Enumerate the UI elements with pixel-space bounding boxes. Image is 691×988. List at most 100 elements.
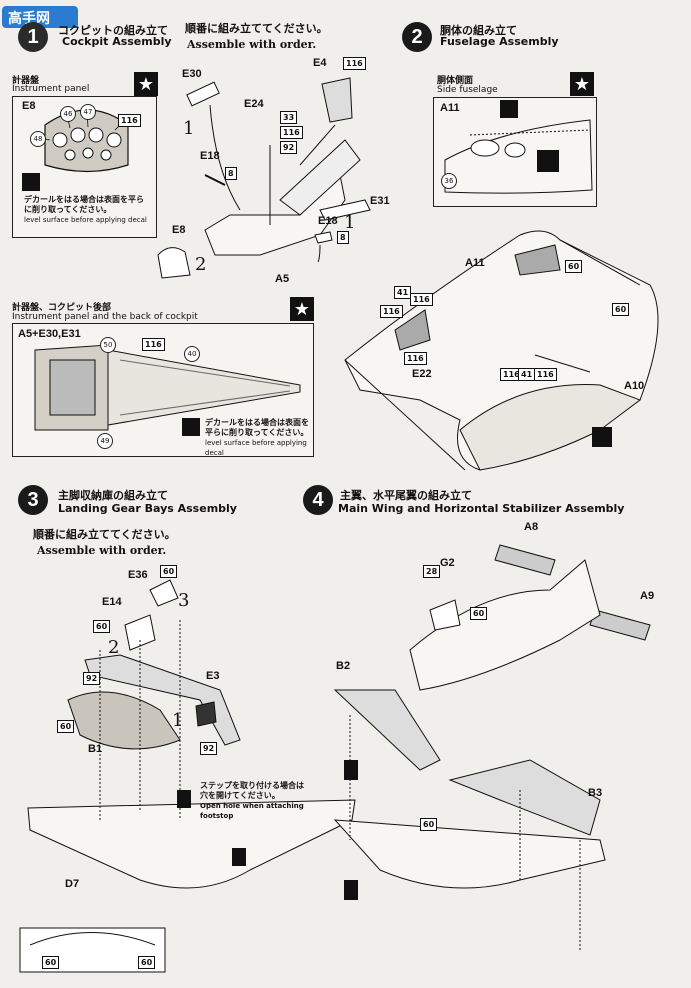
part-E8-label: E8: [22, 100, 36, 112]
paint-code-60-e: 60: [57, 720, 75, 733]
paint-callout-48: 48: [30, 131, 46, 147]
paint-callout-47: 47: [80, 104, 96, 120]
cockpit-back-title-jp: 計器盤、コクピット後部: [12, 303, 112, 313]
paint-code-116-b: 116: [343, 57, 366, 70]
part-E30-label: E30: [182, 68, 202, 80]
part-E4-label: E4: [313, 57, 327, 69]
step-4-title-en: Main Wing and Horizontal Stabilizer Asse…: [338, 502, 625, 515]
paint-code-116-c: 116: [280, 126, 303, 139]
decal-note-1: デカールをはる場合は表面を平らに削り取ってください。 level surface…: [24, 195, 149, 225]
decal-note-2: デカールをはる場合は表面を平らに削り取ってください。 level surface…: [205, 418, 310, 458]
part-E8-label-b: E8: [172, 224, 186, 236]
decal-note-1-en: level surface before applying decal: [24, 216, 147, 224]
step-4-title-jp: 主翼、水平尾翼の組み立て: [340, 489, 472, 502]
decal-note-2-jp: デカールをはる場合は表面を平らに削り取ってください。: [205, 418, 309, 437]
paint-code-60-i: 60: [420, 818, 438, 831]
paint-code-116-g: 116: [404, 352, 427, 365]
part-E36-label: E36: [128, 569, 148, 581]
paint-code-116-i: 116: [534, 368, 557, 381]
part-A8-label: A8: [524, 521, 539, 533]
part-A9-label: A9: [640, 590, 655, 602]
step-1-number: 1: [18, 22, 48, 52]
part-E31-label: E31: [370, 195, 390, 207]
step-1-title-en: Cockpit Assembly: [62, 35, 172, 48]
step-4-number: 4: [303, 485, 333, 515]
step-3-order-jp: 順番に組み立ててください。: [33, 528, 176, 541]
step-1-order-en: Assemble with order.: [187, 38, 317, 51]
step-2-title-en: Fuselage Assembly: [440, 35, 559, 48]
paint-code-60-d: 60: [93, 620, 111, 633]
drill-icon-6: [344, 880, 358, 900]
decal-note-1-jp: デカールをはる場合は表面を平らに削り取ってください。: [24, 195, 144, 214]
paint-code-116: 116: [118, 114, 141, 127]
seq-2: 2: [195, 254, 207, 275]
step-note: ステップを取り付ける場合は穴を開けてください。 Open hole when a…: [200, 781, 310, 821]
star-icon: ★: [134, 72, 158, 96]
paint-code-41-a: 41: [394, 286, 412, 299]
cockpit-back-title-en: Instrument panel and the back of cockpit: [12, 312, 198, 322]
paint-code-116-f: 116: [380, 305, 403, 318]
step-1-title-jp: コクピットの組み立て: [58, 24, 168, 37]
seq-3: 3: [178, 590, 190, 611]
paint-code-8-b: 8: [337, 231, 349, 244]
drill-icon-3: [177, 790, 191, 808]
part-B3-label: B3: [588, 787, 603, 799]
paint-code-116-e: 116: [410, 293, 433, 306]
step-3-title-jp: 主脚収納庫の組み立て: [58, 489, 168, 502]
paint-code-33: 33: [280, 111, 298, 124]
step-3-order-en: Assemble with order.: [37, 544, 167, 557]
drill-icon: [537, 150, 559, 172]
logo-badge: [2, 6, 78, 28]
step-3-title-en: Landing Gear Bays Assembly: [58, 502, 237, 515]
paint-code-60-f: 60: [42, 956, 60, 969]
instrument-panel-title-en: Instrument panel: [12, 84, 90, 94]
part-D7-label: D7: [65, 878, 80, 890]
paint-callout-36: 36: [441, 173, 457, 189]
decal-icon-2: [182, 418, 200, 436]
paint-code-8-a: 8: [225, 167, 237, 180]
combo-label: A5+E30,E31: [18, 328, 81, 340]
step-note-en: Open hole when attaching footstop: [200, 802, 304, 820]
decal-icon-3: [500, 100, 518, 118]
star-icon-3: ★: [570, 72, 594, 96]
part-E22-label: E22: [412, 368, 432, 380]
part-E24-label: E24: [244, 98, 264, 110]
paint-code-92-c: 92: [200, 742, 218, 755]
step-2-number: 2: [402, 22, 432, 52]
paint-callout-50: 50: [100, 337, 116, 353]
part-E3-label: E3: [206, 670, 220, 682]
side-fuselage-title-jp: 胴体側面: [437, 76, 474, 86]
paint-callout-40: 40: [184, 346, 200, 362]
step-2-title-jp: 胴体の組み立て: [440, 24, 517, 37]
drill-icon-4: [232, 848, 246, 866]
part-G2-label: G2: [440, 557, 455, 569]
paint-callout-46: 46: [60, 106, 76, 122]
step-note-jp: ステップを取り付ける場合は穴を開けてください。: [200, 781, 304, 800]
step-3-number: 3: [18, 485, 48, 515]
seq-2-b: 2: [108, 637, 120, 658]
step-1-order-jp: 順番に組み立ててください。: [185, 22, 328, 35]
paint-code-60-b: 60: [612, 303, 630, 316]
instrument-panel-title-jp: 計器盤: [12, 76, 40, 86]
part-E18-label-b: E18: [318, 215, 338, 227]
paint-code-92: 92: [280, 141, 298, 154]
part-A10-label: A10: [624, 380, 645, 392]
drill-icon-2: [592, 427, 612, 447]
drill-icon-5: [344, 760, 358, 780]
decal-icon: [22, 173, 40, 191]
paint-callout-49: 49: [97, 433, 113, 449]
seq-1-step3: 1: [172, 710, 184, 731]
part-A11-label-b: A11: [465, 257, 485, 269]
paint-code-60-g: 60: [138, 956, 156, 969]
paint-code-60-a: 60: [565, 260, 583, 273]
seq-1-right: 1: [344, 212, 356, 233]
part-E14-label: E14: [102, 596, 122, 608]
paint-code-60-c: 60: [160, 565, 178, 578]
paint-code-92-b: 92: [83, 672, 101, 685]
part-A5-label: A5: [275, 273, 290, 285]
